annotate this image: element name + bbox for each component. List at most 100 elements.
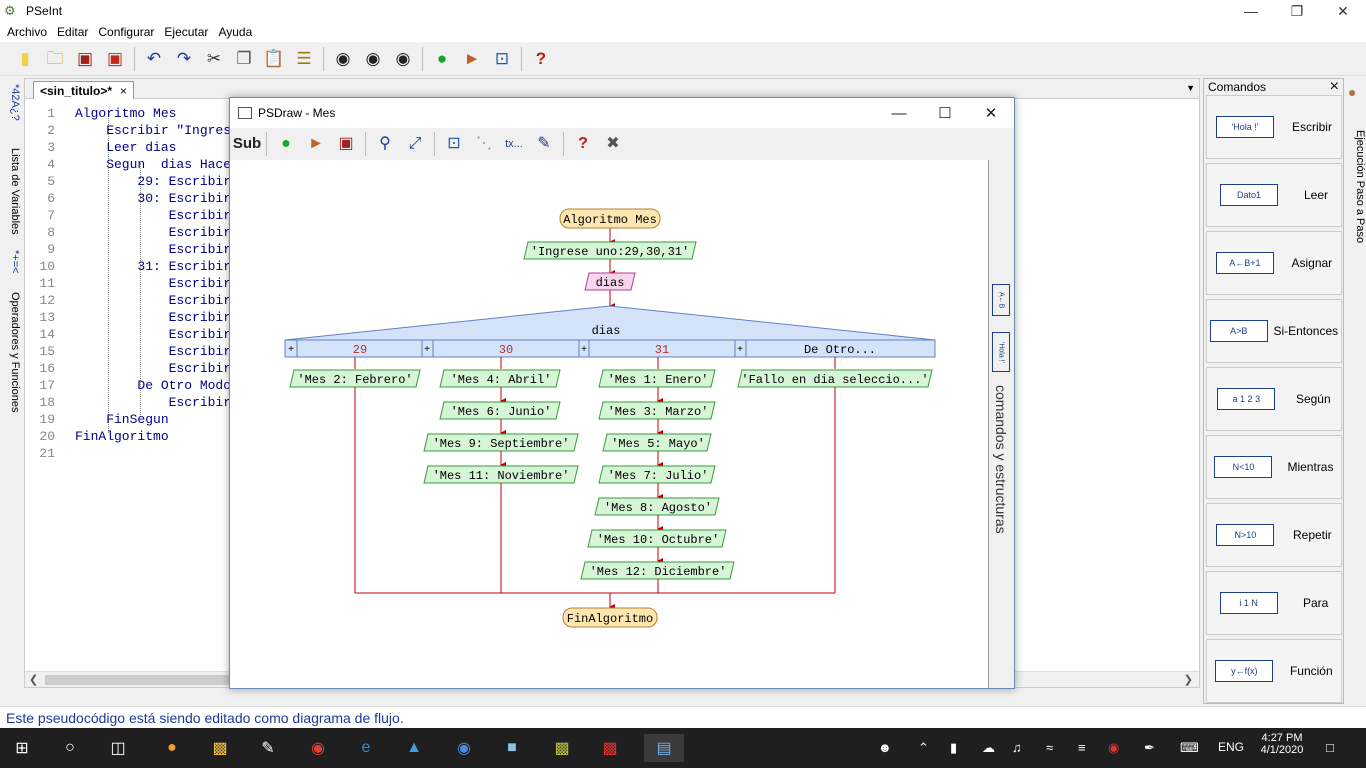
add-case-plus[interactable]: + — [424, 344, 430, 355]
minimize-button[interactable]: — — [1244, 3, 1258, 19]
variables-tab[interactable]: Lista de Variables — [9, 148, 21, 235]
wifi-icon[interactable]: ≈ — [1046, 740, 1054, 755]
volume-icon[interactable]: ♫ — [1012, 740, 1022, 755]
step-icon[interactable]: ► — [463, 48, 481, 68]
task-view-icon[interactable]: ◫ — [110, 740, 126, 757]
flow-write-node[interactable] — [423, 465, 579, 484]
add-case-plus[interactable]: + — [737, 344, 743, 355]
flowchart-icon[interactable]: ⊡ — [494, 48, 510, 68]
redo-icon[interactable]: ↷ — [176, 48, 192, 68]
psdraw-close-button[interactable]: ✕ — [984, 105, 998, 122]
keyboard-icon[interactable]: ⌨ — [1180, 740, 1199, 755]
run-icon[interactable]: ● — [436, 48, 448, 68]
antivirus-icon[interactable]: ◉ — [1108, 740, 1120, 755]
save-as-icon[interactable]: ▣ — [106, 48, 124, 68]
cut-icon[interactable]: ✂ — [206, 48, 222, 68]
psdraw-maximize-button[interactable]: ☐ — [938, 105, 952, 122]
open-folder-icon[interactable]: 🗀 — [46, 48, 64, 68]
tab-dropdown-icon[interactable]: ▼ — [1186, 83, 1195, 93]
write-mini-icon[interactable]: 'Hola !' — [992, 332, 1010, 372]
maximize-button[interactable]: ❐ — [1290, 2, 1304, 19]
edit-icon[interactable]: ✎ — [537, 135, 551, 152]
search-icon[interactable]: ○ — [65, 739, 75, 756]
undo-icon[interactable]: ↶ — [146, 48, 162, 68]
command-funcion[interactable]: y←f(x)Función — [1206, 639, 1342, 703]
save-icon[interactable]: ▣ — [76, 48, 94, 68]
flow-write-node[interactable] — [587, 529, 727, 548]
psdraw-minimize-button[interactable]: — — [891, 104, 907, 122]
close-button[interactable]: ✕ — [1337, 2, 1349, 19]
scroll-left-icon[interactable]: ❮ — [29, 674, 39, 686]
tab-close-icon[interactable]: × — [120, 83, 128, 98]
editor-tab[interactable]: <sin_titulo>* × — [33, 81, 135, 99]
clock[interactable]: 4:27 PM 4/1/2020 — [1252, 732, 1312, 756]
app-icon[interactable]: ▩ — [554, 740, 570, 757]
network-icon[interactable]: ≡ — [1078, 740, 1086, 755]
edge-icon[interactable]: e — [361, 739, 371, 756]
app-icon[interactable]: ◉ — [457, 740, 471, 757]
app-icon[interactable]: ■ — [507, 739, 517, 756]
paste-icon[interactable]: 📋 — [263, 48, 285, 68]
file-explorer-icon[interactable]: ▩ — [212, 740, 228, 757]
pen-icon[interactable]: ✒ — [1144, 740, 1155, 755]
commands-panel-close-icon[interactable]: × — [1329, 77, 1339, 95]
flow-write-node[interactable] — [737, 369, 933, 388]
assign-mini-icon[interactable]: A←B — [992, 284, 1010, 316]
close-icon[interactable]: ✖ — [606, 135, 620, 152]
flow-write-node[interactable] — [580, 561, 735, 580]
flow-write-node[interactable] — [594, 497, 720, 516]
flow-end-node[interactable] — [562, 607, 658, 628]
flow-write-node[interactable] — [598, 369, 716, 388]
menu-archivo[interactable]: Archivo — [7, 25, 48, 39]
battery-icon[interactable]: ▮ — [950, 740, 958, 755]
flowchart-canvas[interactable]: Algoritmo Mes 'Ingrese uno:29,30,31' dia… — [230, 160, 988, 688]
copy-icon[interactable]: ❐ — [236, 48, 252, 68]
scroll-right-icon[interactable]: ❯ — [1183, 674, 1193, 686]
find-prev-icon[interactable]: ◉ — [365, 48, 381, 68]
flow-write-node[interactable] — [602, 433, 712, 452]
new-file-icon[interactable]: ▮ — [20, 48, 30, 68]
psdraw-commands-strip[interactable]: A←B 'Hola !' comandos y estructuras — [988, 160, 1014, 688]
operators-tab[interactable]: Operadores y Funciones — [9, 292, 21, 413]
fit-icon[interactable]: ⤢ — [408, 135, 422, 152]
tray-expand-icon[interactable]: ⌃ — [918, 740, 929, 755]
footsteps-icon[interactable]: ● — [1348, 84, 1357, 100]
format-icon[interactable]: ☰ — [296, 48, 312, 68]
pseint-taskbar-icon[interactable]: ▤ — [644, 734, 684, 762]
menu-editar[interactable]: Editar — [57, 25, 89, 39]
save-icon[interactable]: ▣ — [338, 135, 354, 152]
flow-write-node[interactable] — [423, 433, 579, 452]
add-case-plus[interactable]: + — [581, 344, 587, 355]
run-icon[interactable]: ● — [281, 135, 291, 152]
help-icon[interactable]: ? — [578, 135, 588, 152]
onedrive-icon[interactable]: ☁ — [982, 740, 995, 755]
sub-icon[interactable]: Sub — [232, 135, 262, 152]
flow-write-node[interactable] — [598, 465, 716, 484]
help-icon[interactable]: ? — [535, 48, 547, 68]
command-escribir[interactable]: 'Hola !'Escribir — [1206, 95, 1342, 159]
flow-write-node[interactable] — [289, 369, 421, 388]
find-next-icon[interactable]: ◉ — [395, 48, 411, 68]
chrome-icon[interactable]: ◉ — [311, 740, 325, 757]
menu-ejecutar[interactable]: Ejecutar — [164, 25, 209, 39]
step-execution-tab[interactable]: Ejecución Paso a Paso — [1354, 130, 1366, 244]
flow-write-node[interactable] — [523, 241, 697, 260]
add-case-plus[interactable]: + — [288, 344, 294, 355]
find-icon[interactable]: ◉ — [335, 48, 351, 68]
flow-icon[interactable]: ⊡ — [447, 135, 461, 152]
text-icon[interactable]: tx... — [505, 138, 523, 150]
notepad-icon[interactable]: ✎ — [261, 740, 275, 757]
windows-start-icon[interactable]: ⊞ — [15, 740, 29, 757]
people-icon[interactable]: ☻ — [878, 740, 892, 755]
menu-configurar[interactable]: Configurar — [98, 25, 155, 39]
step-icon[interactable]: ► — [308, 135, 324, 152]
flow-write-node[interactable] — [598, 401, 716, 420]
comment-icon[interactable]: ⋱ — [476, 135, 492, 152]
